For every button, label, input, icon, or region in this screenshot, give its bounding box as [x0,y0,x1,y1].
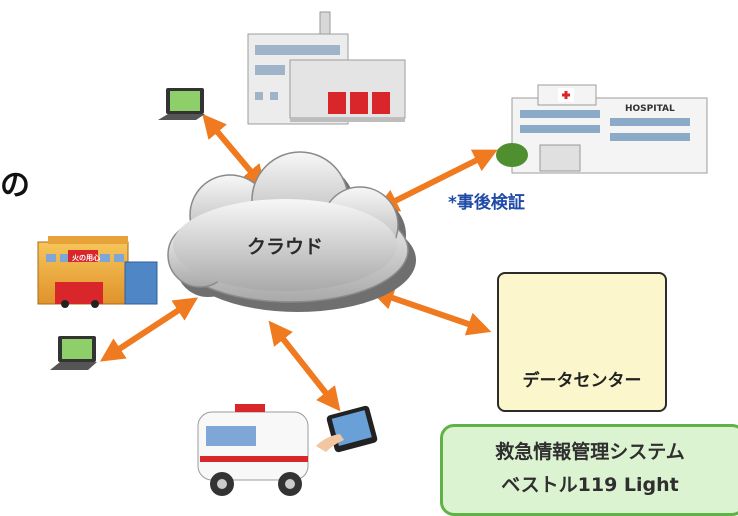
laptop-top-icon [158,88,205,120]
data-center-box [497,272,667,412]
arrow-laptop-bottom-to-cloud [99,297,199,362]
arrow-laptop-top-to-cloud [202,113,266,190]
tablet-icon [316,405,378,453]
cloud-label: クラウド [246,236,323,258]
connection-arrows [99,113,498,412]
hospital-sign-label: HOSPITAL [625,104,675,114]
arrow-ambulance-to-cloud [268,320,341,412]
arrow-hospital-to-cloud [374,149,498,212]
post-hoc-verification-label: *事後検証 [448,193,525,213]
system-name-line-1: 救急情報管理システム [495,441,685,463]
hospital-building-icon [496,84,708,174]
arrow-datacenter-to-cloud [369,286,492,336]
partial-heading-text: の [0,168,30,203]
cloud-shape [167,151,416,312]
fire-station-icon [37,236,158,308]
system-name-line-2: ベストル119 Light [501,474,679,496]
laptop-bottom-icon [50,336,97,370]
data-center-label: データセンター [522,371,642,391]
ambulance-icon [197,404,309,496]
headquarters-building-icon [247,11,406,125]
fire-station-sign-label: 火の用心 [72,254,100,262]
